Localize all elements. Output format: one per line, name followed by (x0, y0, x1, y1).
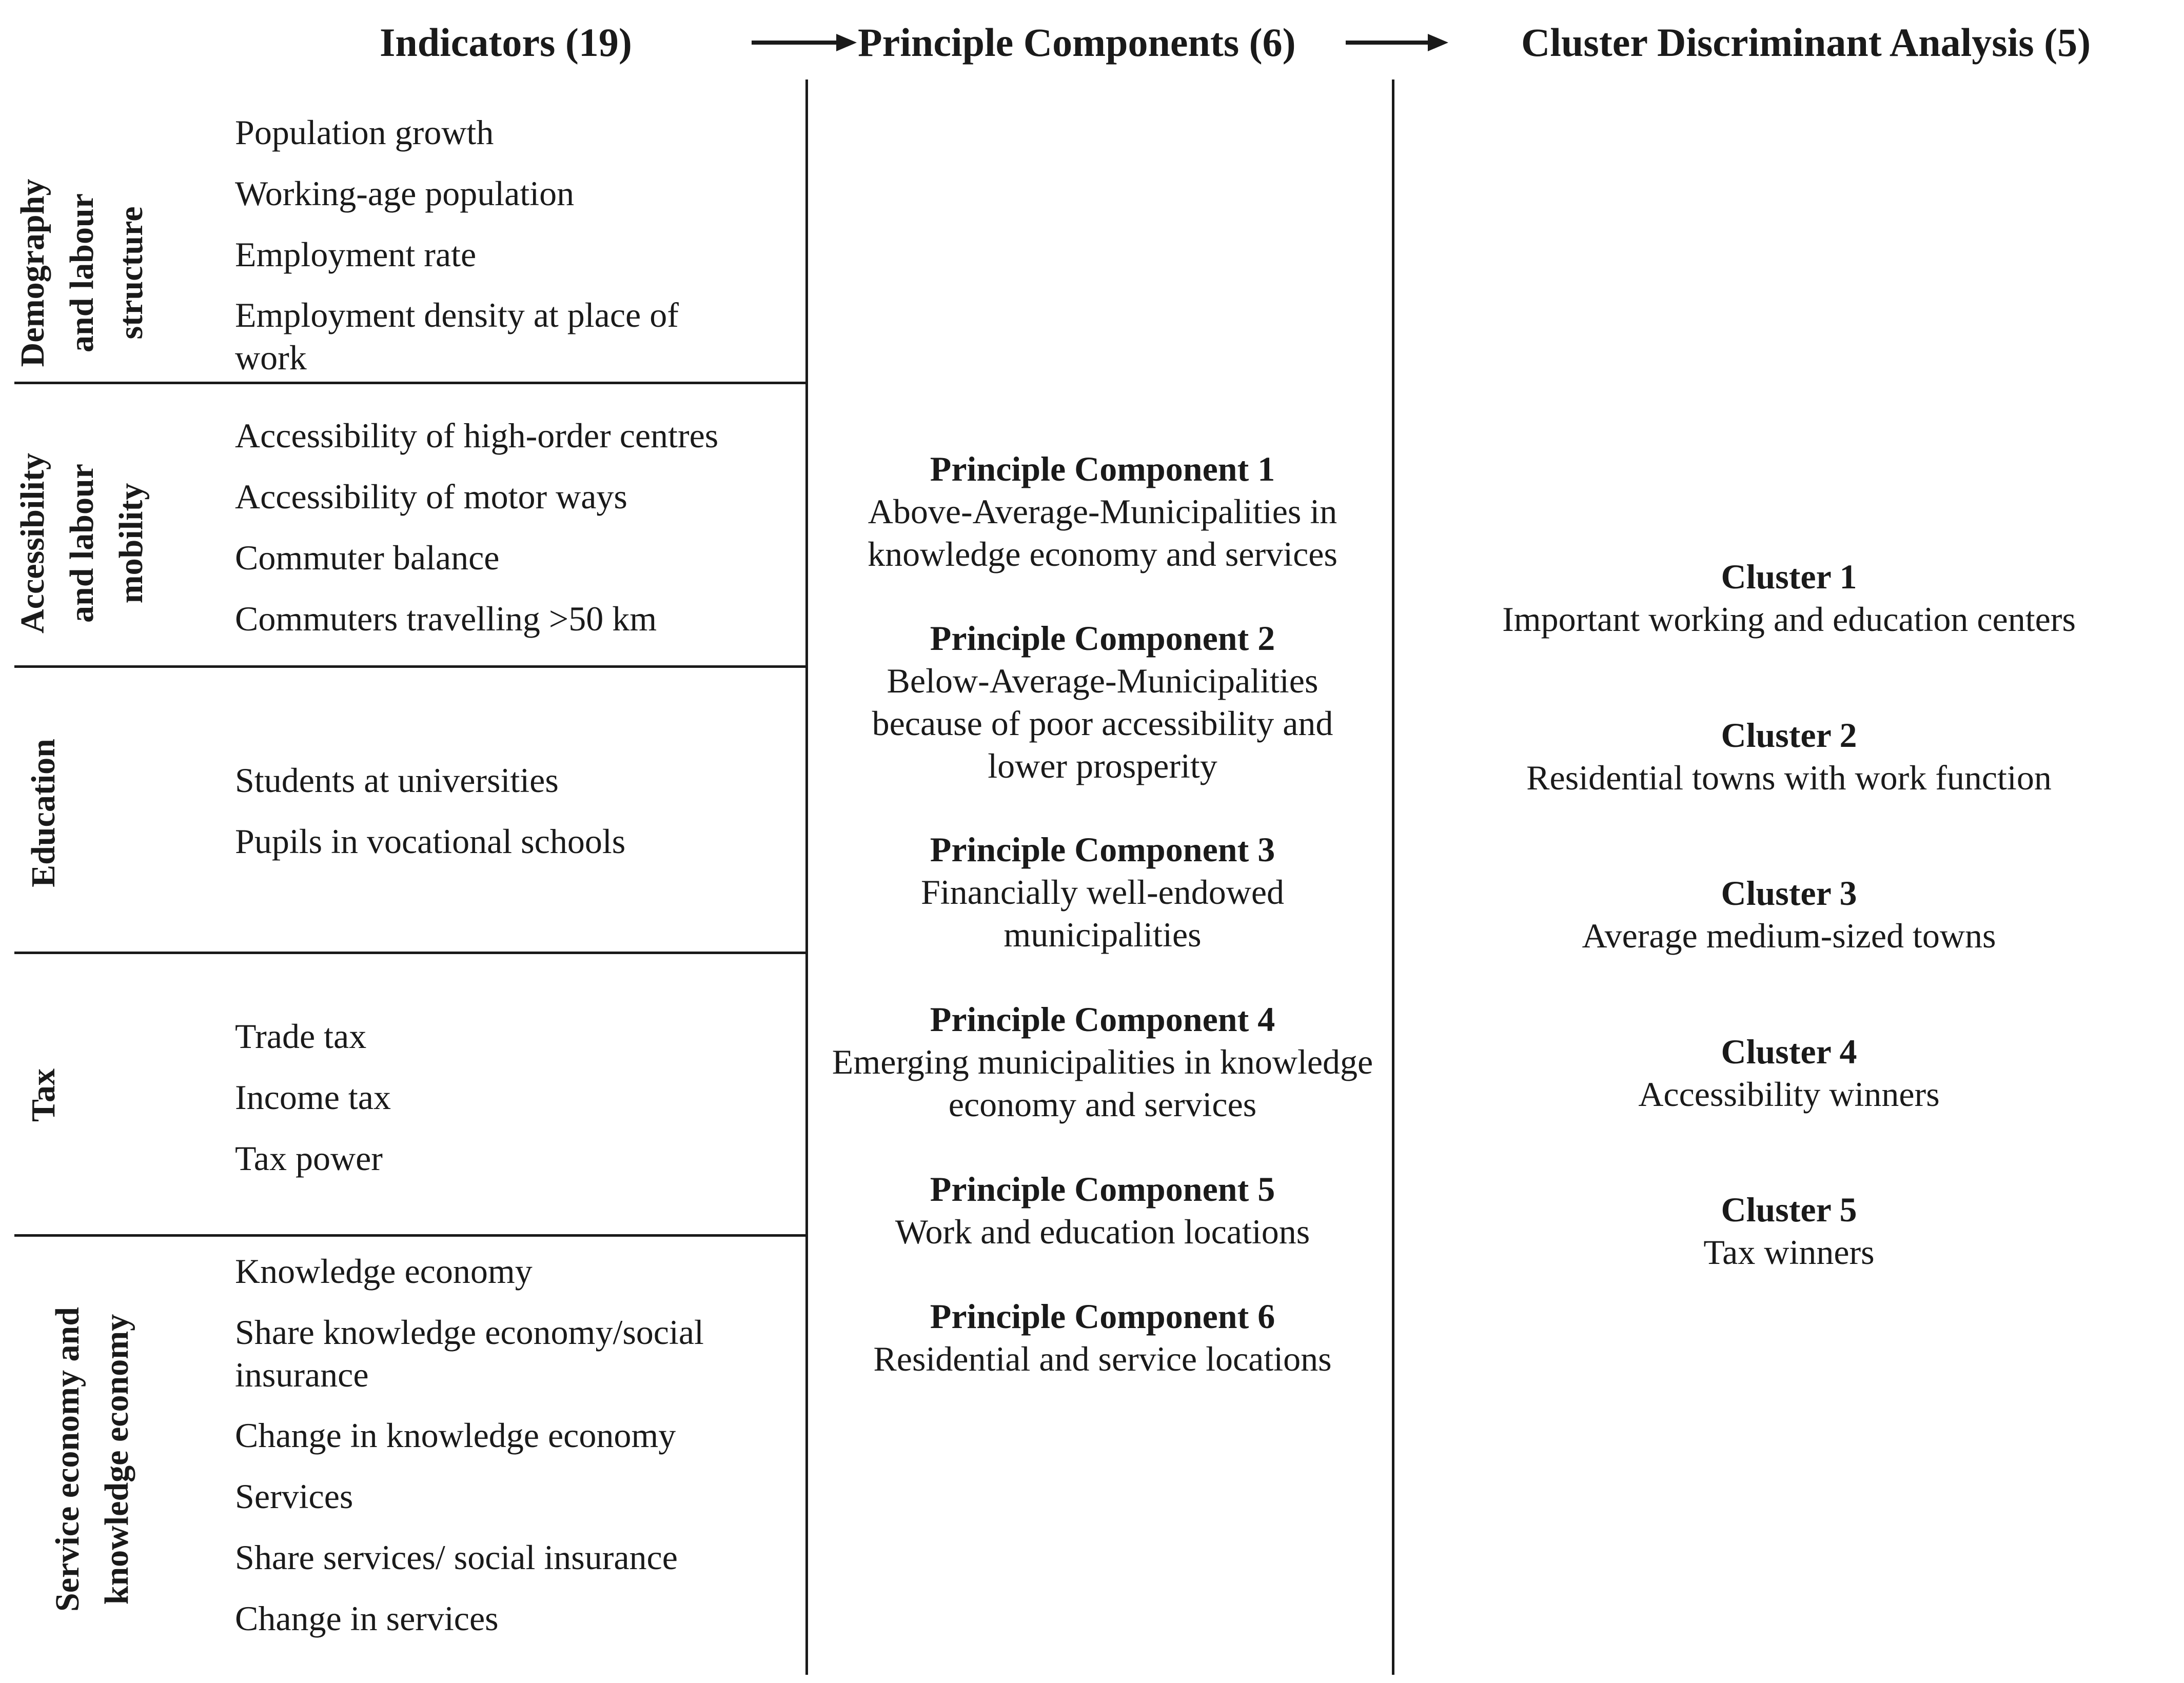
group-separator (14, 1234, 807, 1237)
indicator-item: Income tax (235, 1078, 391, 1117)
indicators-header: Indicators (19) (380, 20, 632, 65)
indicator-item: Commuter balance (235, 538, 500, 577)
component-block: Principle Component 2 Below-Average-Muni… (816, 617, 1389, 787)
cluster-block: Cluster 1 Important working and educatio… (1396, 556, 2181, 641)
component-description: Below-Average-Municipalities because of … (872, 661, 1333, 785)
cluster-title: Cluster 5 (1721, 1190, 1857, 1229)
indicator-item: Students at universities (235, 761, 559, 800)
component-title: Principle Component 2 (930, 619, 1275, 658)
component-description: Work and education locations (895, 1212, 1310, 1251)
indicator-item: Accessibility of motor ways (235, 477, 627, 516)
component-block: Principle Component 4 Emerging municipal… (816, 998, 1389, 1126)
component-title: Principle Component 3 (930, 830, 1275, 869)
component-description: Emerging municipalities in knowledge eco… (832, 1042, 1373, 1124)
cluster-title: Cluster 4 (1721, 1032, 1857, 1071)
cluster-title: Cluster 3 (1721, 874, 1857, 913)
component-title: Principle Component 5 (930, 1170, 1275, 1209)
cluster-title: Cluster 1 (1721, 557, 1857, 596)
cluster-block: Cluster 2 Residential towns with work fu… (1396, 714, 2181, 799)
cluster-block: Cluster 4 Accessibility winners (1396, 1031, 2181, 1116)
cluster-description: Important working and education centers (1502, 600, 2076, 639)
cluster-analysis-header: Cluster Discriminant Analysis (5) (1521, 20, 2091, 65)
indicator-item: Knowledge economy (235, 1252, 533, 1291)
indicator-item: Share services/ social insurance (235, 1538, 678, 1577)
cluster-description: Tax winners (1703, 1233, 1875, 1272)
component-block: Principle Component 3 Financially well-e… (816, 828, 1389, 956)
component-title: Principle Component 4 (930, 1000, 1275, 1039)
component-block: Principle Component 1 Above-Average-Muni… (816, 448, 1389, 576)
column-divider (1392, 80, 1394, 1675)
indicator-item: Pupils in vocational schools (235, 822, 626, 861)
group-separator (14, 382, 807, 384)
component-block: Principle Component 5 Work and education… (816, 1168, 1389, 1253)
indicator-item: Trade tax (235, 1017, 367, 1056)
right-arrow-icon (1346, 34, 1448, 51)
cluster-block: Cluster 3 Average medium-sized towns (1396, 872, 2181, 957)
category-label-tax: Tax (25, 1068, 62, 1122)
cluster-description: Residential towns with work function (1526, 758, 2052, 797)
cluster-title: Cluster 2 (1721, 716, 1857, 755)
indicator-item: Employment rate (235, 235, 477, 274)
category-label-education: Education (25, 739, 62, 887)
component-title: Principle Component 6 (930, 1297, 1275, 1336)
indicator-item: Accessibility of high-order centres (235, 416, 719, 455)
indicator-item: Working-age population (235, 174, 575, 213)
component-description: Above-Average-Municipalities in knowledg… (868, 492, 1337, 573)
indicator-item: Commuters travelling >50 km (235, 599, 657, 638)
cluster-description: Average medium-sized towns (1582, 916, 1996, 955)
indicator-item: Tax power (235, 1139, 383, 1178)
indicator-item: Population growth (235, 113, 494, 152)
category-label-demography: Demography and labour structure (14, 179, 150, 367)
component-description: Financially well-endowed municipalities (920, 873, 1285, 954)
column-divider (805, 80, 808, 1675)
group-separator (14, 952, 807, 954)
category-label-accessibility: Accessibility and labour mobility (14, 453, 150, 633)
component-description: Residential and service locations (873, 1339, 1332, 1378)
component-block: Principle Component 6 Residential and se… (816, 1295, 1389, 1380)
indicator-item: Change in services (235, 1599, 499, 1638)
cluster-description: Accessibility winners (1638, 1075, 1940, 1114)
indicator-item: Employment density at place of work (235, 295, 679, 377)
right-arrow-icon (752, 34, 857, 51)
indicator-item: Share knowledge economy/social insurance (235, 1313, 704, 1394)
cluster-block: Cluster 5 Tax winners (1396, 1189, 2181, 1274)
indicator-item: Change in knowledge economy (235, 1416, 676, 1455)
indicator-item: Services (235, 1477, 353, 1516)
component-title: Principle Component 1 (930, 449, 1275, 488)
category-label-service-knowledge: Service economy and knowledge economy (49, 1307, 135, 1612)
group-separator (14, 665, 807, 668)
principle-components-header: Principle Components (6) (858, 20, 1296, 65)
